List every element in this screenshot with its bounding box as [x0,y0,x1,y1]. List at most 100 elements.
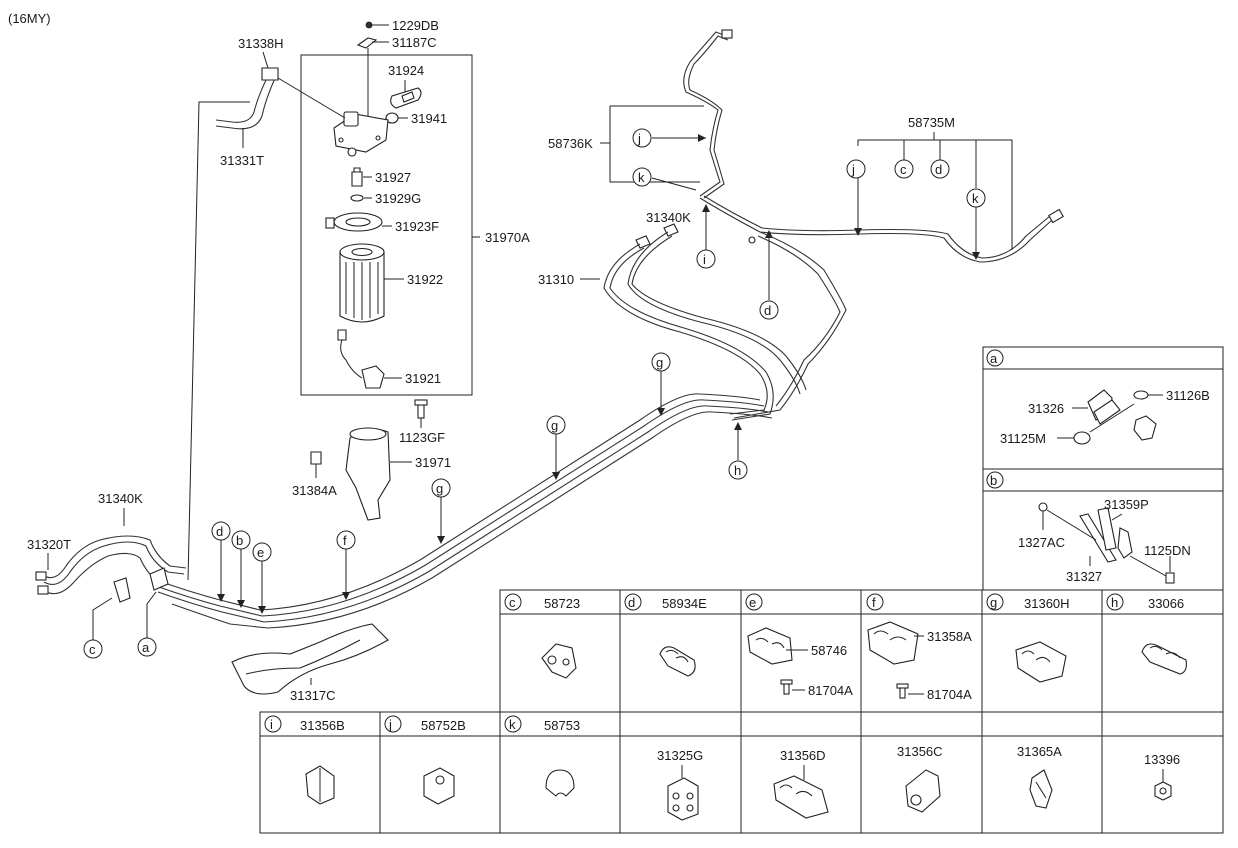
sensor-connector-31921 [337,329,347,341]
callout-31927: 31927 [375,170,411,185]
grid-row-1 [499,589,1224,713]
svg-text:c: c [900,162,907,177]
grid-e-sub2: 81704A [808,683,853,698]
clip-31356C [905,769,941,813]
svg-text:a: a [990,351,998,366]
label-j-right [846,159,866,179]
clip-58752B [423,767,455,805]
callout-31941: 31941 [411,111,447,126]
grid-13396-part: 13396 [1144,752,1180,767]
grid-h-part: 33066 [1148,596,1184,611]
panel-b-1125DN: 1125DN [1144,543,1191,558]
fuel-filter-assembly-box [300,54,473,396]
grid-c-part: 58723 [544,596,580,611]
panel-b-31327: 31327 [1066,569,1102,584]
svg-text:f: f [343,533,347,548]
nut-1327AC [1038,502,1048,512]
callout-31922: 31922 [407,272,443,287]
label-d-right [930,159,950,179]
panel-a-31126B: 31126B [1166,388,1210,403]
callout-31340K-left: 31340K [98,491,143,506]
svg-text:c: c [509,595,516,610]
svg-text:j: j [851,162,855,177]
svg-text:i: i [270,717,273,732]
svg-text:f: f [872,595,876,610]
callout-31971: 31971 [415,455,451,470]
callout-31921: 31921 [405,371,441,386]
bracket-a [149,567,169,591]
callout-31924: 31924 [388,63,424,78]
filter-head [333,113,389,153]
panel-a-letter [986,349,1004,367]
panel-b-1327AC: 1327AC [1018,535,1065,550]
grid-d-part: 58934E [662,596,707,611]
clip-58723 [541,643,577,679]
grid-31325G-part: 31325G [657,748,703,763]
clip-31358A [867,621,919,665]
svg-text:h: h [734,463,741,478]
grid-f-sub2: 81704A [927,687,972,702]
svg-text:i: i [703,252,706,267]
grid-row-2 [259,711,1224,834]
nut-31340K-b [663,223,679,237]
callout-31923F: 31923F [395,219,439,234]
svg-text:h: h [1111,595,1118,610]
svg-text:d: d [628,595,635,610]
heat-shield-31317C [231,623,389,695]
grid-k-part: 58753 [544,718,580,733]
svg-text:d: d [764,303,771,318]
clip-31384A [310,451,322,465]
svg-text:g: g [990,595,997,610]
clip-31360H [1015,641,1067,683]
clip-31356D [773,775,829,819]
grid-k-letter [504,715,522,733]
svg-text:j: j [637,131,641,146]
model-year-label: (16MY) [8,11,51,26]
svg-text:g: g [551,418,558,433]
panel-a-31326: 31326 [1028,401,1064,416]
svg-text:g: g [656,355,663,370]
label-j-upper [632,128,652,148]
fitting-right [1048,208,1064,224]
clip-58934E [659,646,696,677]
clip-31359P [1117,527,1133,559]
panel-b-31359P: 31359P [1104,497,1149,512]
connector-31338H [261,67,279,81]
svg-text:k: k [509,717,516,732]
grid-31365A-part: 31365A [1017,744,1062,759]
svg-text:e: e [257,545,264,560]
callout-31340K-top: 31340K [646,210,691,225]
panel-b-letter [986,471,1004,489]
panel-a-31125M: 31125M [1000,431,1046,446]
callout-58736K: 58736K [548,136,593,151]
svg-text:b: b [990,473,997,488]
grid-31356C-part: 31356C [897,744,943,759]
label-a-left [137,637,157,657]
callout-1123GF: 1123GF [399,430,445,445]
callout-31310: 31310 [538,272,574,287]
grid-d-letter [624,593,642,611]
gasket-31929G [350,194,364,202]
grid-i-part: 31356B [300,718,345,733]
svg-text:d: d [935,162,942,177]
fitting-31320T-b [37,585,49,595]
svg-text:j: j [388,717,392,732]
fitting-31320T-a [35,571,47,581]
clip-58746 [747,627,793,665]
bracket-31971 [345,428,391,521]
callout-58735M: 58735M [908,115,955,130]
label-i-upper [696,249,716,269]
water-sensor-31921 [361,365,385,389]
callout-31338H: 31338H [238,36,284,51]
nut-31340K-a [635,235,651,249]
svg-text:g: g [436,481,443,496]
clip-58753 [545,769,575,797]
grid-f-sub1: 31358A [927,629,972,644]
label-k-right [966,188,986,208]
fitting-top [721,29,733,39]
label-c-left [83,639,103,659]
grid-e-letter [745,593,763,611]
grid-j-part: 58752B [421,718,466,733]
callout-1229DB: 1229DB [392,18,439,33]
